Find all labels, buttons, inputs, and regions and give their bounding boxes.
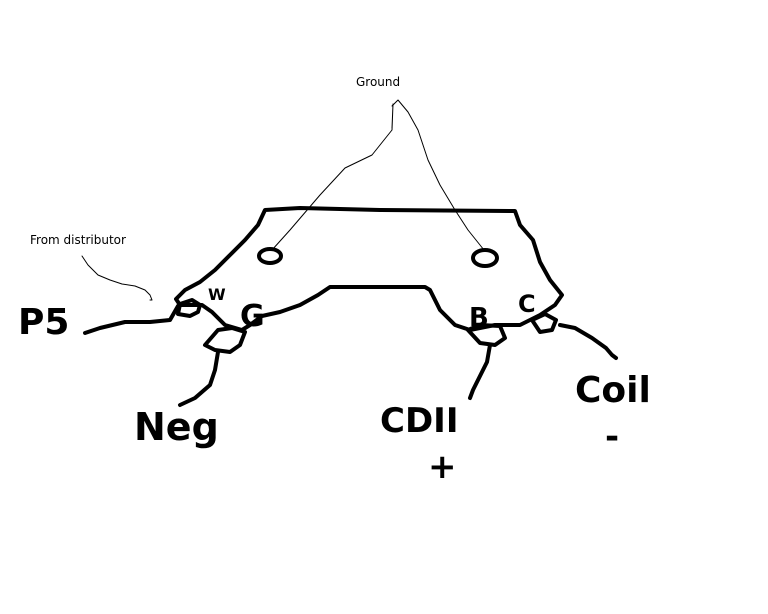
- terminal-c-label: C: [518, 290, 536, 318]
- coil-minus-sign: -: [605, 417, 619, 457]
- c-terminal-blob: [530, 312, 558, 334]
- mounting-hole-right: [471, 248, 499, 268]
- module-body-outline: [174, 206, 564, 332]
- g-terminal-blob: [203, 326, 247, 354]
- p5-label: P5: [18, 302, 69, 343]
- p5-wire: [83, 304, 180, 335]
- w-terminal-blob: [176, 298, 202, 318]
- b-wire: [468, 343, 492, 400]
- distributor-leader-line: [81, 255, 153, 301]
- b-terminal-blob: [466, 323, 507, 347]
- terminal-g-label: G: [240, 299, 265, 334]
- ground-leader-left: [271, 103, 394, 251]
- terminal-b-label: B: [469, 303, 489, 333]
- coil-minus-label: Coil: [575, 370, 651, 411]
- coil-plus-sign: +: [428, 447, 457, 487]
- ground-label: Ground: [356, 75, 400, 89]
- coil-plus-label: CDII: [380, 401, 458, 441]
- neg-label: Neg: [134, 405, 219, 449]
- terminal-w-label: W: [208, 285, 226, 304]
- c-wire: [558, 323, 618, 360]
- mounting-hole-left: [257, 247, 283, 265]
- neg-wire: [178, 350, 220, 407]
- ground-leader-right: [391, 99, 485, 251]
- from-distributor-label: From distributor: [30, 233, 126, 247]
